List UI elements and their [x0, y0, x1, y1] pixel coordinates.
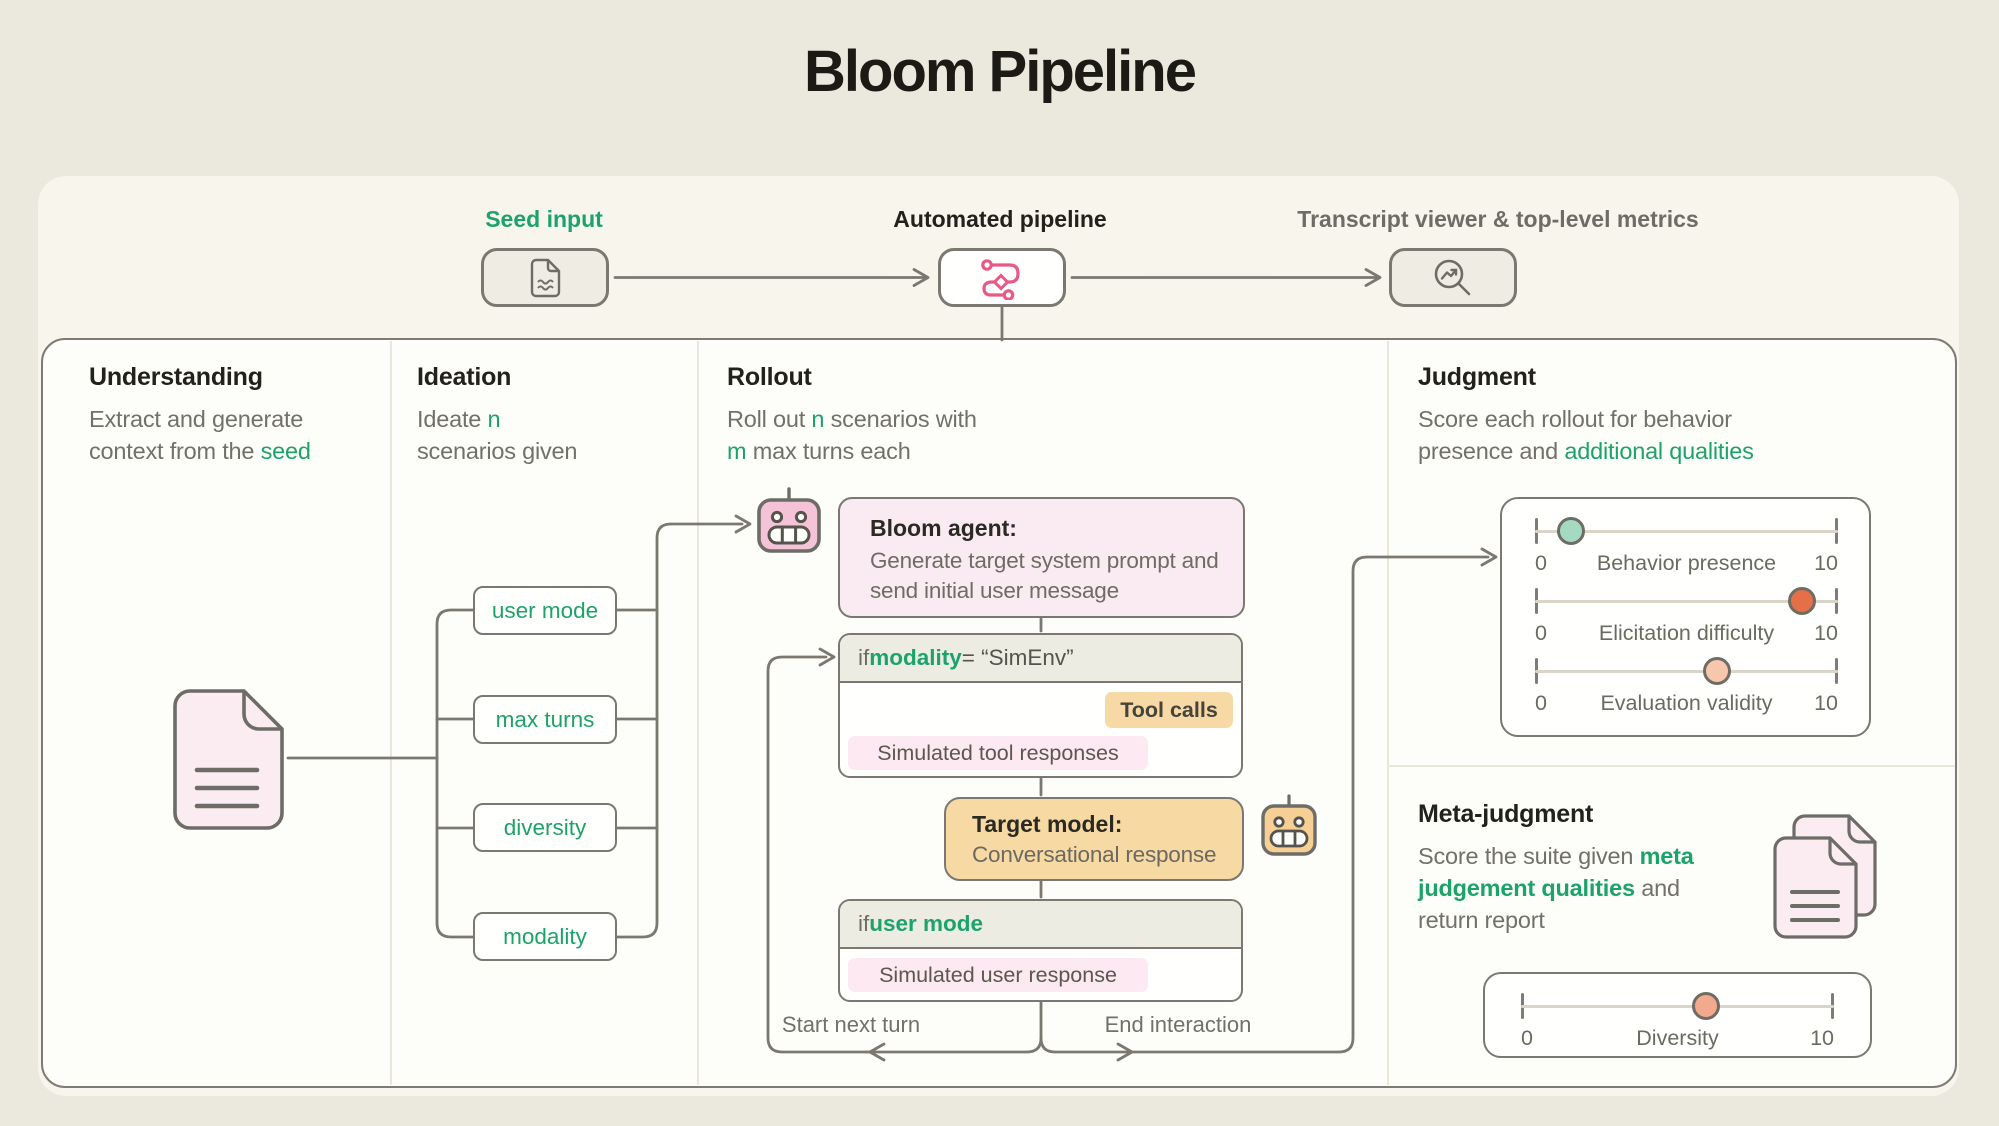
route-icon — [977, 256, 1027, 300]
if-user-mode-header: if user mode — [840, 901, 1241, 949]
target-model-body: Conversational response — [972, 842, 1217, 867]
page-title: Bloom Pipeline — [804, 39, 1197, 104]
param-box-diversity: diversity — [473, 803, 617, 852]
rollout-desc: Roll out n scenarios with m max turns ea… — [727, 406, 977, 464]
target-model-box: Target model: Conversational response — [944, 797, 1244, 881]
slider-track[interactable] — [1535, 586, 1838, 616]
automated-pipeline-label: Automated pipeline — [893, 206, 1107, 232]
slider-knob[interactable] — [1787, 587, 1816, 615]
ideation-title: Ideation — [417, 363, 512, 391]
understanding-desc: Extract and generate context from the se… — [89, 406, 311, 464]
if-modality-box: if modality = “SimEnv” Tool calls Simula… — [838, 633, 1243, 778]
automated-pipeline-button[interactable] — [938, 248, 1066, 307]
target-robot-icon — [1260, 793, 1318, 857]
judgment-title: Judgment — [1418, 363, 1536, 391]
meta-judgment-title: Meta-judgment — [1418, 800, 1594, 828]
seed-input-button[interactable] — [481, 248, 609, 307]
understanding-title: Understanding — [89, 363, 263, 391]
seed-input-label: Seed input — [485, 206, 603, 232]
simulated-tool-responses-chip: Simulated tool responses — [848, 736, 1148, 770]
param-box-max-turns: max turns — [473, 695, 617, 744]
bloom-agent-body: Generate target system prompt and send i… — [870, 548, 1219, 603]
judgment-meta-divider — [1389, 765, 1955, 767]
slider-knob[interactable] — [1557, 517, 1586, 545]
rollout-title: Rollout — [727, 363, 812, 391]
judgment-desc: Score each rollout for behavior presence… — [1418, 406, 1754, 464]
simulated-user-response-chip: Simulated user response — [848, 958, 1148, 992]
column-divider — [390, 341, 392, 1085]
transcript-viewer-label: Transcript viewer & top-level metrics — [1297, 206, 1699, 232]
magnifier-trend-icon — [1432, 257, 1474, 299]
bloom-agent-box: Bloom agent: Generate target system prom… — [838, 497, 1245, 618]
column-divider — [1387, 341, 1389, 1085]
document-icon — [529, 258, 561, 298]
slider-track[interactable] — [1535, 516, 1838, 546]
slider-knob[interactable] — [1702, 657, 1731, 685]
slider-track[interactable] — [1521, 991, 1834, 1021]
if-user-mode-box: if user mode Simulated user response — [838, 899, 1243, 1002]
meta-judgment-desc: Score the suite given meta judgement qua… — [1418, 843, 1694, 933]
transcript-viewer-button[interactable] — [1389, 248, 1517, 307]
ideation-desc: Ideate n scenarios given — [417, 406, 578, 464]
start-next-turn-label: Start next turn — [781, 1012, 921, 1037]
slider-knob[interactable] — [1691, 992, 1720, 1020]
slider-track[interactable] — [1535, 656, 1838, 686]
tool-calls-chip: Tool calls — [1105, 692, 1233, 728]
param-box-user-mode: user mode — [473, 586, 617, 635]
param-box-modality: modality — [473, 912, 617, 961]
if-modality-header: if modality = “SimEnv” — [840, 635, 1241, 683]
column-divider — [697, 341, 699, 1085]
end-interaction-label: End interaction — [1104, 1012, 1252, 1037]
bloom-agent-title: Bloom agent: — [870, 515, 1017, 541]
target-model-title: Target model: — [972, 811, 1123, 837]
seed-document-icon — [172, 688, 285, 831]
report-documents-icon — [1772, 814, 1878, 940]
bloom-robot-icon — [756, 486, 822, 554]
